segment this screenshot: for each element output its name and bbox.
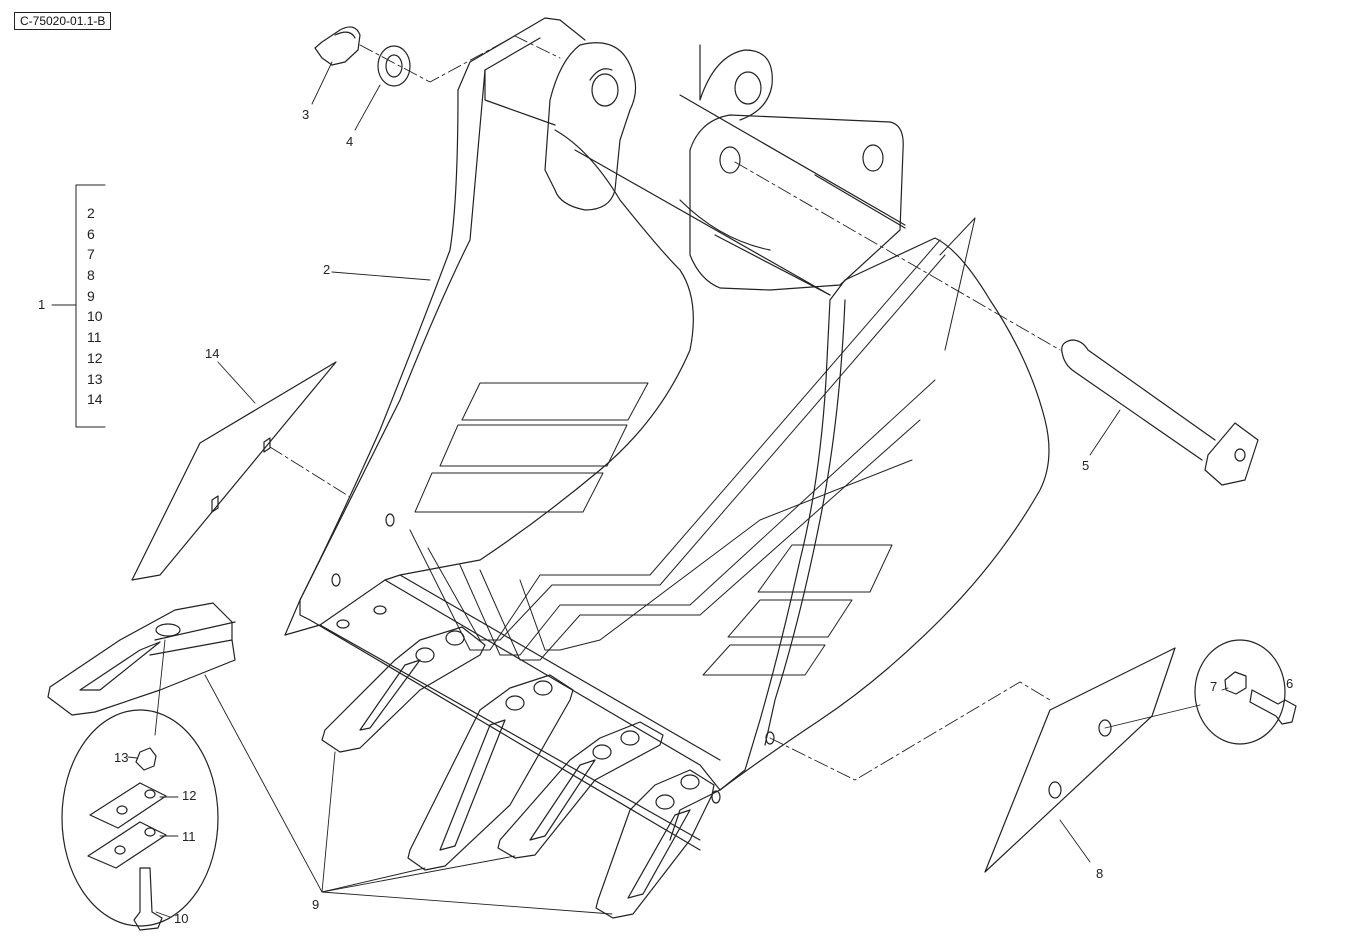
detail-circle-bolt [1194,639,1297,745]
detail-circle-fasteners [61,709,219,931]
callout-7: 7 [1210,679,1218,694]
reference-code: C-75020-01.1-B [14,12,112,30]
loose-tooth [47,602,236,716]
assembly-part-item: 2 [87,205,95,221]
callout-14: 14 [205,346,220,361]
callout-10: 10 [174,911,189,926]
callout-13: 13 [114,750,129,765]
assembly-part-item: 14 [87,391,103,408]
callout-3: 3 [302,107,310,122]
assembly-part-item: 9 [87,287,95,304]
callout-1: 1 [38,297,46,312]
assembly-part-item: 12 [87,349,103,366]
assembly-part-item: 11 [87,329,102,346]
lock-pin [314,26,361,66]
callout-6: 6 [1286,676,1294,691]
callout-8: 8 [1096,866,1104,881]
callout-2: 2 [323,262,331,277]
assembly-bracket [51,184,106,428]
bucket-emblem [409,217,976,676]
washer [377,45,411,87]
callout-5: 5 [1082,458,1090,473]
bucket-ears [544,42,906,296]
assembly-parts-list: 2 6 7 8 9 10 11 12 13 14 [87,203,103,410]
callout-9: 9 [312,897,320,912]
assembly-part-item: 8 [87,267,95,284]
assembly-part-item: 13 [87,370,103,387]
bucket-body [284,17,1050,851]
side-cutter-left [131,361,337,581]
bucket-pin [1061,339,1259,486]
assembly-part-item: 6 [87,225,95,242]
callout-11: 11 [182,829,196,844]
callout-4: 4 [346,134,354,149]
alignment-lines [269,35,1061,781]
callout-12: 12 [182,788,197,803]
side-cutter-right [984,647,1176,873]
bucket-teeth [321,626,715,919]
assembly-part-item: 7 [87,246,95,263]
leader-lines [127,61,1229,918]
assembly-part-item: 10 [87,308,103,325]
